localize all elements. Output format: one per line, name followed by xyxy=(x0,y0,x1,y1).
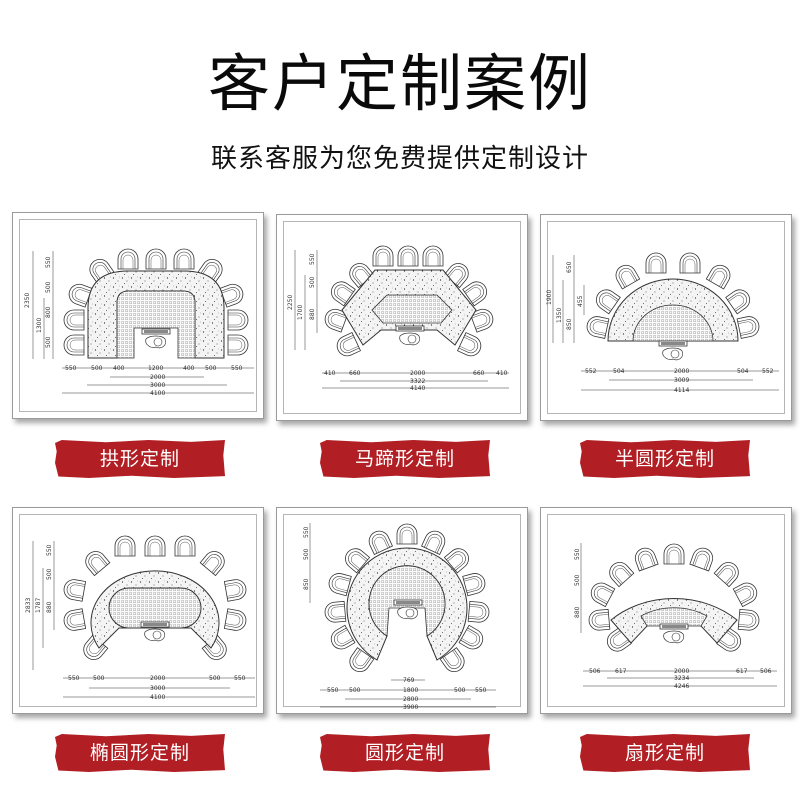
svg-text:550: 550 xyxy=(68,675,80,682)
svg-text:504: 504 xyxy=(613,368,625,375)
case-label-oval[interactable]: 椭圆形定制 xyxy=(55,734,225,772)
svg-text:550: 550 xyxy=(46,544,53,556)
svg-text:550: 550 xyxy=(475,687,487,694)
svg-text:410: 410 xyxy=(324,370,336,377)
svg-text:650: 650 xyxy=(566,261,573,273)
svg-text:3900: 3900 xyxy=(403,704,418,711)
case-label-arch[interactable]: 拱形定制 xyxy=(55,440,225,478)
svg-text:500: 500 xyxy=(205,365,217,372)
svg-text:1200: 1200 xyxy=(148,365,163,372)
svg-text:500: 500 xyxy=(349,687,361,694)
svg-text:1700: 1700 xyxy=(297,305,304,320)
svg-text:400: 400 xyxy=(183,365,195,372)
svg-text:4100: 4100 xyxy=(150,390,165,397)
svg-text:550: 550 xyxy=(309,253,316,265)
svg-text:2833: 2833 xyxy=(25,598,32,613)
svg-text:500: 500 xyxy=(574,574,581,586)
svg-text:4100: 4100 xyxy=(150,694,165,701)
case-label-fan[interactable]: 扇形定制 xyxy=(580,734,750,772)
case-label-circle[interactable]: 圆形定制 xyxy=(320,734,490,772)
svg-text:550: 550 xyxy=(574,548,581,560)
case-label-horseshoe[interactable]: 马蹄形定制 xyxy=(320,440,490,478)
svg-text:500: 500 xyxy=(46,568,53,580)
case-card-arch[interactable]: 2350 1300 550 500 800 500 550 500 400 1200… xyxy=(12,212,264,419)
svg-text:1800: 1800 xyxy=(403,687,418,694)
svg-text:850: 850 xyxy=(303,578,310,590)
arch-table-drawing: 2350 1300 550 500 800 500 550 500 400 1200… xyxy=(24,248,254,397)
page-subtitle: 联系客服为您免费提供定制设计 xyxy=(210,144,589,174)
svg-text:455: 455 xyxy=(577,295,584,307)
svg-text:552: 552 xyxy=(585,368,597,375)
svg-text:3000: 3000 xyxy=(150,382,165,389)
svg-text:506: 506 xyxy=(589,668,601,675)
svg-text:3322: 3322 xyxy=(410,378,425,385)
svg-text:660: 660 xyxy=(349,370,361,377)
svg-text:500: 500 xyxy=(45,336,52,348)
svg-text:500: 500 xyxy=(209,675,221,682)
svg-text:2000: 2000 xyxy=(150,374,165,381)
svg-text:504: 504 xyxy=(737,368,749,375)
svg-text:500: 500 xyxy=(309,276,316,288)
svg-text:410: 410 xyxy=(496,370,508,377)
svg-text:880: 880 xyxy=(574,606,581,618)
svg-text:4114: 4114 xyxy=(674,387,689,394)
svg-text:4246: 4246 xyxy=(674,683,689,690)
svg-text:550: 550 xyxy=(231,365,243,372)
svg-text:660: 660 xyxy=(473,370,485,377)
svg-text:617: 617 xyxy=(736,668,748,675)
page-title: 客户定制案例 xyxy=(207,47,592,120)
svg-text:617: 617 xyxy=(615,668,627,675)
svg-text:550: 550 xyxy=(327,687,339,694)
svg-text:550: 550 xyxy=(65,365,77,372)
svg-text:1787: 1787 xyxy=(35,598,42,613)
svg-text:550: 550 xyxy=(234,675,246,682)
svg-text:800: 800 xyxy=(45,306,52,318)
svg-text:550: 550 xyxy=(45,256,52,268)
svg-text:2250: 2250 xyxy=(287,295,294,310)
svg-text:2000: 2000 xyxy=(674,668,689,675)
svg-text:506: 506 xyxy=(760,668,772,675)
svg-text:500: 500 xyxy=(303,548,310,560)
svg-text:400: 400 xyxy=(113,365,125,372)
svg-text:500: 500 xyxy=(93,675,105,682)
svg-text:880: 880 xyxy=(46,601,53,613)
svg-text:500: 500 xyxy=(454,687,466,694)
svg-text:2350: 2350 xyxy=(24,293,31,308)
svg-text:3234: 3234 xyxy=(674,675,689,682)
svg-text:2000: 2000 xyxy=(674,368,689,375)
svg-text:1350: 1350 xyxy=(556,308,563,323)
svg-text:3009: 3009 xyxy=(674,377,689,384)
svg-text:850: 850 xyxy=(566,318,573,330)
case-label-semicircle[interactable]: 半圆形定制 xyxy=(580,440,750,478)
svg-text:1300: 1300 xyxy=(36,318,43,333)
svg-text:2800: 2800 xyxy=(403,696,418,703)
svg-text:550: 550 xyxy=(303,526,310,538)
circle-table-drawing: 550 500 850 769 550 500 1800 500 550 280039… xyxy=(303,523,496,711)
svg-text:769: 769 xyxy=(403,677,415,684)
svg-text:552: 552 xyxy=(762,368,774,375)
svg-text:3000: 3000 xyxy=(150,685,165,692)
svg-text:2000: 2000 xyxy=(410,370,425,377)
svg-text:1900: 1900 xyxy=(546,290,553,305)
svg-text:4140: 4140 xyxy=(410,385,425,392)
svg-text:500: 500 xyxy=(91,365,103,372)
svg-text:880: 880 xyxy=(309,308,316,320)
svg-text:2000: 2000 xyxy=(150,675,165,682)
svg-text:500: 500 xyxy=(45,281,52,293)
